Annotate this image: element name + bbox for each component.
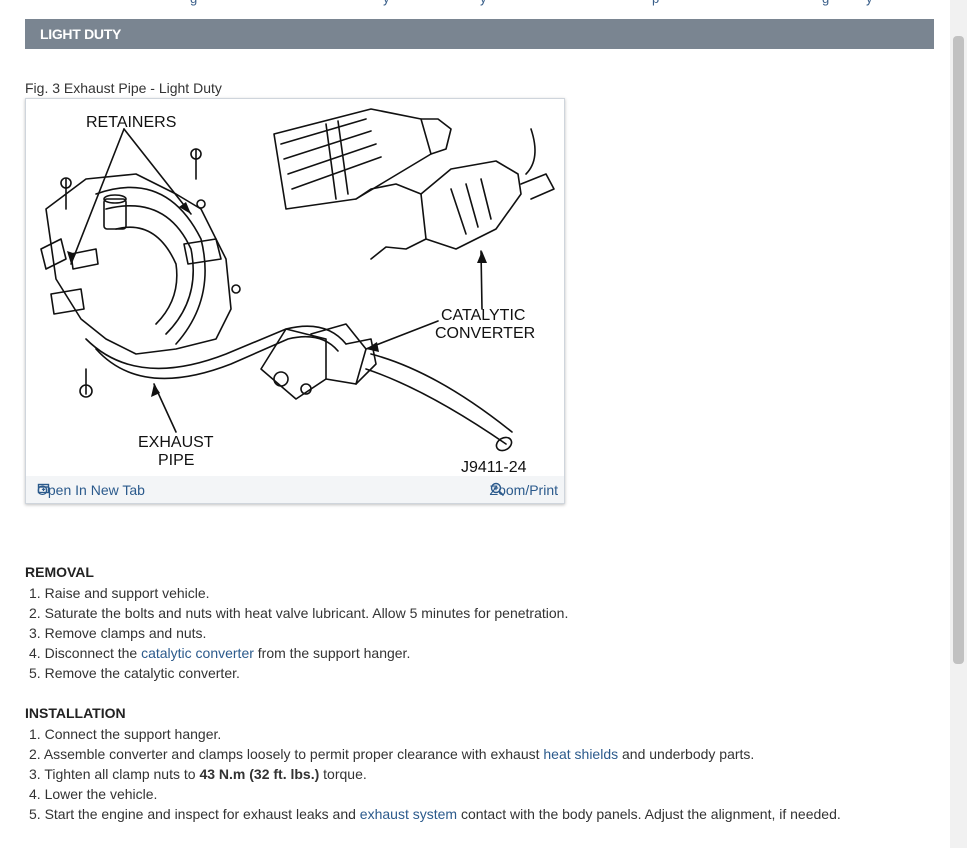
removal-steps: 1. Raise and support vehicle. 2. Saturat… xyxy=(29,583,568,683)
label-exhaust-1: EXHAUST xyxy=(138,434,214,451)
label-catalytic-1: CATALYTIC xyxy=(441,307,525,324)
installation-steps: 1. Connect the support hanger. 2. Assemb… xyxy=(29,724,841,824)
scrollbar-thumb[interactable] xyxy=(953,36,964,664)
removal-step-1: 1. Raise and support vehicle. xyxy=(29,585,210,601)
torque-value: 43 N.m (32 ft. lbs.) xyxy=(199,766,320,782)
label-figure-code: J9411-24 xyxy=(461,459,527,476)
removal-step-4: 4. Disconnect the catalytic converter fr… xyxy=(29,645,411,661)
section-header: LIGHT DUTY xyxy=(25,19,934,49)
exhaust-pipe-diagram[interactable]: RETAINERS CATALYTIC CONVERTER EXHAUST PI… xyxy=(26,99,564,476)
heat-shields-link[interactable]: heat shields xyxy=(543,746,619,762)
removal-step-3: 3. Remove clamps and nuts. xyxy=(29,625,207,641)
removal-heading: REMOVAL xyxy=(25,564,94,580)
zoom-print-label: Zoom/Print xyxy=(489,482,558,498)
label-exhaust-2: PIPE xyxy=(158,452,194,469)
label-catalytic-2: CONVERTER xyxy=(435,325,535,342)
figure-frame: RETAINERS CATALYTIC CONVERTER EXHAUST PI… xyxy=(25,98,565,504)
catalytic-converter-link[interactable]: catalytic converter xyxy=(141,645,254,661)
figure-footer: Open In New Tab Zoom/Print xyxy=(26,476,564,503)
cut-off-previous-line: gyypgy xyxy=(0,0,950,6)
installation-heading: INSTALLATION xyxy=(25,705,126,721)
open-new-tab-label: Open In New Tab xyxy=(37,482,145,498)
installation-step-1: 1. Connect the support hanger. xyxy=(29,726,222,742)
installation-step-2: 2. Assemble converter and clamps loosely… xyxy=(29,746,755,762)
exhaust-system-link[interactable]: exhaust system xyxy=(359,806,458,822)
removal-step-5: 5. Remove the catalytic converter. xyxy=(29,665,240,681)
installation-step-4: 4. Lower the vehicle. xyxy=(29,786,158,802)
zoom-in-icon xyxy=(490,482,504,497)
installation-step-3: 3. Tighten all clamp nuts to 43 N.m (32 … xyxy=(29,766,367,782)
open-new-tab-link[interactable]: Open In New Tab xyxy=(37,482,145,498)
label-retainers: RETAINERS xyxy=(86,114,176,131)
installation-step-5: 5. Start the engine and inspect for exha… xyxy=(29,806,841,822)
open-new-tab-icon xyxy=(37,483,50,494)
removal-step-2: 2. Saturate the bolts and nuts with heat… xyxy=(29,605,569,621)
figure-caption: Fig. 3 Exhaust Pipe - Light Duty xyxy=(25,80,222,96)
zoom-print-link[interactable]: Zoom/Print xyxy=(490,482,558,498)
